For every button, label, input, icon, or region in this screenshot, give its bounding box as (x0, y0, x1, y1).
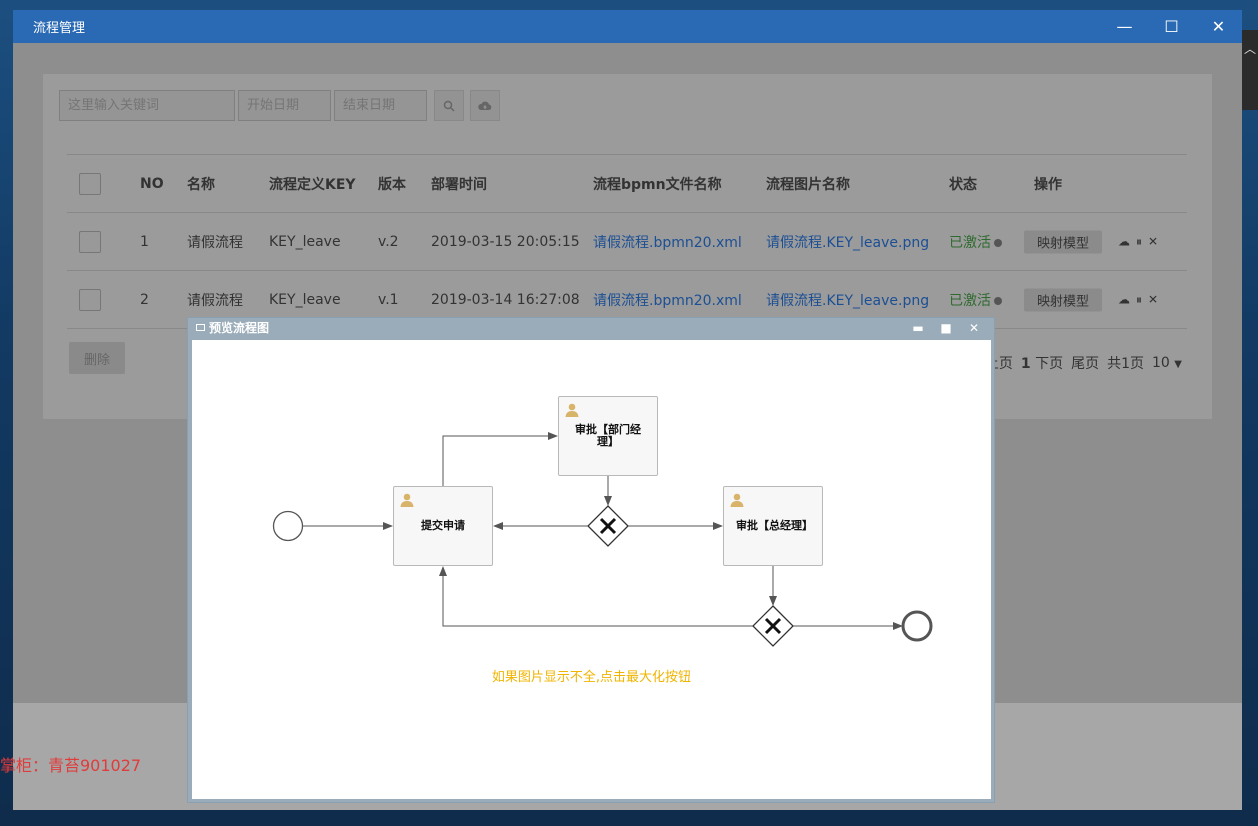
preview-diagram-dialog: 预览流程图 ▬ ■ ✕ (187, 317, 995, 803)
status-text: 已激活 (949, 292, 991, 309)
row-key: KEY_leave (269, 291, 341, 308)
start-event (272, 510, 304, 542)
bpmn-file-link[interactable]: 请假流程.bpmn20.xml (593, 292, 742, 309)
task-label: 审批【部门经理】 (575, 423, 641, 448)
user-icon (400, 493, 414, 507)
search-icon (443, 100, 455, 112)
task-label: 审批【总经理】 (736, 519, 813, 532)
caret-down-icon: ▼ (1174, 359, 1182, 370)
row-deploy-time: 2019-03-14 16:27:08 (431, 291, 580, 308)
search-button[interactable] (434, 90, 464, 121)
last-page-link[interactable]: 尾页 (1071, 356, 1100, 372)
table-row: 2 请假流程 KEY_leave v.1 2019-03-14 16:27:08… (67, 271, 1187, 329)
header-ops: 操作 (1034, 176, 1062, 193)
task-label: 提交申请 (421, 519, 465, 532)
task-submit-application: 提交申请 (393, 486, 493, 566)
dialog-title: 预览流程图 (209, 321, 270, 335)
status-dot-icon (994, 296, 1002, 305)
row-checkbox[interactable] (79, 230, 101, 253)
diagram-canvas: 提交申请 审批【部门经理】 审批【总经理】 如果图片显示不全,点击最大化按钮 (192, 340, 991, 799)
task-dept-manager-approval: 审批【部门经理】 (558, 396, 658, 476)
start-date-input[interactable] (238, 90, 331, 121)
exclusive-gateway (752, 605, 794, 647)
header-key: 流程定义KEY (269, 176, 356, 193)
bpmn-file-link[interactable]: 请假流程.bpmn20.xml (593, 234, 742, 251)
row-deploy-time: 2019-03-15 20:05:15 (431, 233, 580, 250)
task-general-manager-approval: 审批【总经理】 (723, 486, 823, 566)
row-name: 请假流程 (187, 234, 243, 251)
status-text: 已激活 (949, 234, 991, 251)
map-model-button[interactable]: 映射模型 (1024, 230, 1103, 253)
dialog-controls: ▬ ■ ✕ (904, 321, 994, 335)
image-file-link[interactable]: 请假流程.KEY_leave.png (766, 234, 930, 251)
cloud-upload-icon[interactable]: ☁ (1118, 234, 1136, 248)
dialog-close-button[interactable]: ✕ (968, 320, 980, 335)
exclusive-gateway (587, 505, 629, 547)
table-row: 1 请假流程 KEY_leave v.2 2019-03-15 20:05:15… (67, 213, 1187, 271)
shopkeeper-watermark: 掌柜：青苔901027 (0, 756, 142, 775)
row-actions: ☁⏸✕ (1118, 292, 1164, 307)
scroll-strip[interactable]: ︿ (1242, 30, 1258, 110)
flow-gateway2-to-submit (439, 566, 753, 627)
chevron-up-icon[interactable]: ︿ (1243, 42, 1256, 56)
header-status: 状态 (949, 176, 977, 193)
dialog-title-bar[interactable]: 预览流程图 ▬ ■ ✕ (188, 318, 994, 337)
row-actions: ☁⏸✕ (1118, 234, 1164, 249)
row-checkbox[interactable] (79, 288, 101, 311)
status-badge: 已激活 (949, 290, 1002, 310)
header-no: NO (140, 175, 164, 192)
status-badge: 已激活 (949, 232, 1002, 252)
header-name: 名称 (187, 176, 215, 193)
row-version: v.2 (378, 233, 399, 250)
current-page: 1 (1020, 356, 1031, 372)
status-dot-icon (994, 238, 1002, 247)
search-toolbar (59, 90, 500, 121)
pause-icon[interactable]: ⏸ (1136, 292, 1149, 306)
maximize-hint: 如果图片显示不全,点击最大化按钮 (491, 670, 692, 685)
close-icon[interactable]: ✕ (1148, 234, 1165, 248)
map-model-button[interactable]: 映射模型 (1024, 288, 1103, 311)
close-icon[interactable]: ✕ (1148, 292, 1165, 306)
window-icon (196, 324, 205, 331)
user-icon (730, 493, 744, 507)
cloud-upload-icon[interactable]: ☁ (1118, 292, 1136, 306)
delete-button[interactable]: 删除 (69, 342, 125, 374)
header-deploy-time: 部署时间 (431, 176, 487, 193)
process-table: NO 名称 流程定义KEY 版本 部署时间 流程bpmn文件名称 流程图片名称 … (67, 154, 1187, 329)
image-file-link[interactable]: 请假流程.KEY_leave.png (766, 292, 930, 309)
row-no: 2 (140, 291, 149, 308)
close-button[interactable]: ✕ (1211, 17, 1226, 36)
flow-submit-to-dept (442, 432, 558, 486)
window-title: 流程管理 (33, 21, 86, 36)
row-key: KEY_leave (269, 233, 341, 250)
row-name: 请假流程 (187, 292, 243, 309)
row-version: v.1 (378, 291, 399, 308)
row-no: 1 (140, 233, 149, 250)
next-page-link[interactable]: 下页 (1035, 356, 1064, 372)
table-header: NO 名称 流程定义KEY 版本 部署时间 流程bpmn文件名称 流程图片名称 … (67, 155, 1187, 213)
dialog-minimize-button[interactable]: ▬ (912, 320, 924, 335)
minimize-button[interactable]: — (1116, 17, 1133, 36)
page-size-select[interactable]: 10 ▼ (1152, 355, 1182, 371)
window-title-bar[interactable]: 流程管理 — ☐ ✕ (13, 10, 1242, 43)
end-date-input[interactable] (334, 90, 427, 121)
pause-icon[interactable]: ⏸ (1136, 234, 1149, 248)
pagination: 上页 1 下页 尾页 共1页 10 ▼ (985, 353, 1182, 373)
header-image-file: 流程图片名称 (766, 176, 850, 193)
select-all-checkbox[interactable] (79, 172, 101, 195)
window-controls: — ☐ ✕ (1101, 10, 1242, 43)
bpmn-diagram (272, 432, 933, 647)
header-version: 版本 (378, 176, 406, 193)
keyword-input[interactable] (59, 90, 235, 121)
user-icon (565, 403, 579, 417)
total-pages: 共1页 (1107, 356, 1145, 372)
end-event (901, 610, 933, 642)
header-bpmn-file: 流程bpmn文件名称 (593, 176, 722, 193)
cloud-upload-icon (478, 101, 492, 110)
dialog-maximize-button[interactable]: ■ (940, 320, 952, 335)
maximize-button[interactable]: ☐ (1164, 17, 1179, 36)
upload-button[interactable] (470, 90, 500, 121)
